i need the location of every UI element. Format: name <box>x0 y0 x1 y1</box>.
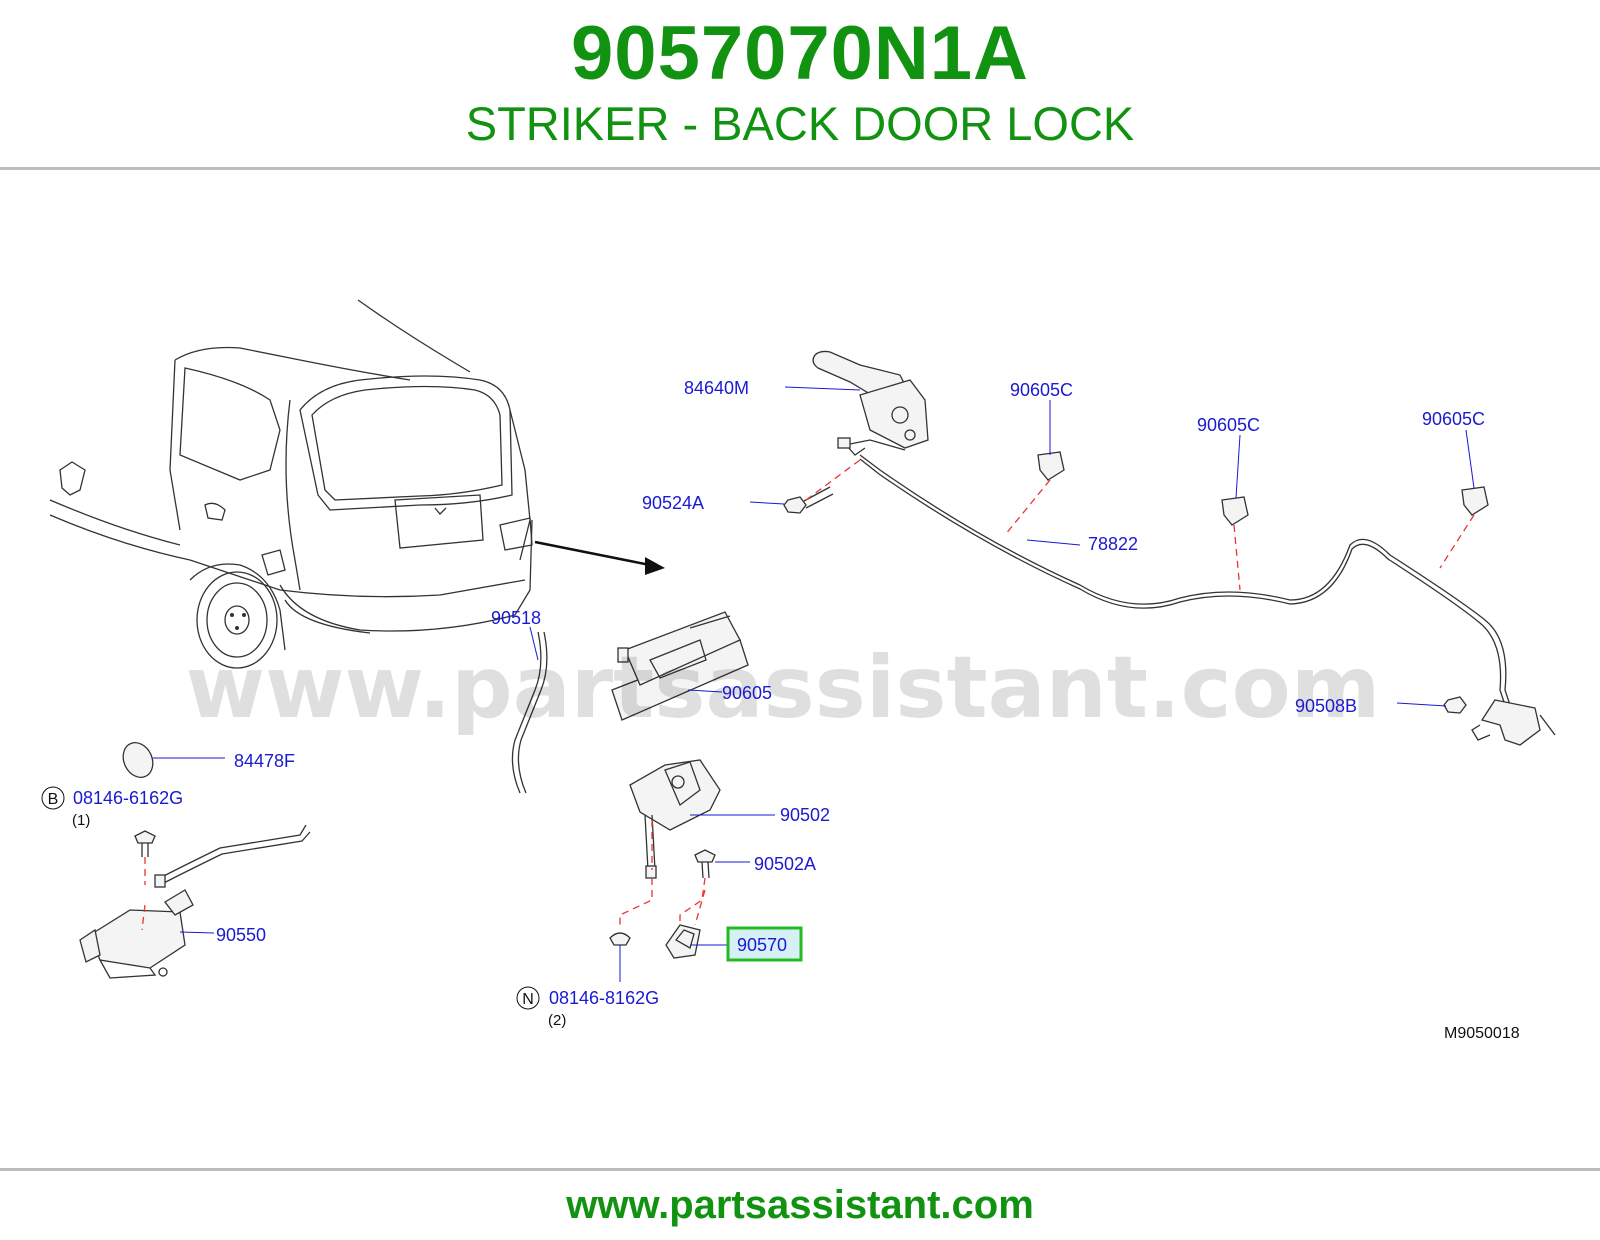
callout-90502[interactable]: 90502 <box>780 805 830 825</box>
strip-90518 <box>511 631 542 794</box>
bolt-code-b-circle <box>41 786 65 810</box>
callout-90570[interactable]: 90570 <box>737 935 787 955</box>
callout-78822[interactable]: 78822 <box>1088 534 1138 554</box>
bolt-90524A <box>783 486 834 514</box>
parts-diagram: www.partsassistant.com 84640M 90605C 906… <box>41 299 1556 1042</box>
dashed-connectors <box>141 459 1475 931</box>
bolt-code-n: N <box>522 991 534 1008</box>
bolt-08146-6162G <box>134 830 156 857</box>
part-number-title: 9057070N1A <box>571 11 1029 96</box>
leader-lines <box>153 386 1475 946</box>
actuator-90550 <box>79 824 311 979</box>
striker-90570 <box>665 924 701 959</box>
callout-90605[interactable]: 90605 <box>722 683 772 703</box>
callout-90550[interactable]: 90550 <box>216 925 266 945</box>
callout-90508B[interactable]: 90508B <box>1295 696 1357 716</box>
figure-code: M9050018 <box>1444 1025 1520 1042</box>
handle-90605 <box>611 611 749 721</box>
footer-website-link[interactable]: www.partsassistant.com <box>566 1183 1034 1227</box>
callout-08146-8162G[interactable]: 08146-8162G <box>549 988 659 1008</box>
header: 9057070N1A STRIKER - BACK DOOR LOCK <box>0 0 1600 170</box>
part-name-subtitle: STRIKER - BACK DOOR LOCK <box>465 97 1135 150</box>
quantity-1: (1) <box>72 812 90 829</box>
callout-90605C-2[interactable]: 90605C <box>1197 415 1260 435</box>
quantity-2: (2) <box>548 1012 566 1029</box>
callout-90518[interactable]: 90518 <box>491 608 541 628</box>
bolt-90502A <box>694 849 716 879</box>
cable-end-bracket <box>1471 699 1556 746</box>
callout-84478F[interactable]: 84478F <box>234 751 295 771</box>
bolt-code-n-circle <box>516 986 540 1010</box>
footer-divider <box>0 1168 1600 1171</box>
clip-90605C-2 <box>1221 496 1249 526</box>
lever-84640M <box>812 350 929 456</box>
cable-78822-inner <box>859 458 1506 706</box>
latch-90502 <box>629 759 721 879</box>
highlight-box-90570 <box>726 926 803 962</box>
cable-78822 <box>859 454 1511 706</box>
strip-90518-inner <box>517 631 548 794</box>
callout-90524A[interactable]: 90524A <box>642 493 704 513</box>
nut-90508B <box>1443 696 1467 714</box>
callout-90605C-1[interactable]: 90605C <box>1010 380 1073 400</box>
watermark-text: www.partsassistant.com <box>186 638 1381 738</box>
car-rear-illustration <box>49 299 665 669</box>
callout-08146-6162G[interactable]: 08146-6162G <box>73 788 183 808</box>
callout-84640M[interactable]: 84640M <box>684 378 749 398</box>
callout-90502A[interactable]: 90502A <box>754 854 816 874</box>
nut-08146-8162G <box>609 932 631 982</box>
bolt-code-b: B <box>48 791 59 808</box>
callout-90605C-3[interactable]: 90605C <box>1422 409 1485 429</box>
clip-90605C-1 <box>1037 451 1065 481</box>
clip-90605C-3 <box>1461 486 1489 516</box>
header-divider <box>0 167 1600 170</box>
cap-84478F <box>122 741 154 779</box>
